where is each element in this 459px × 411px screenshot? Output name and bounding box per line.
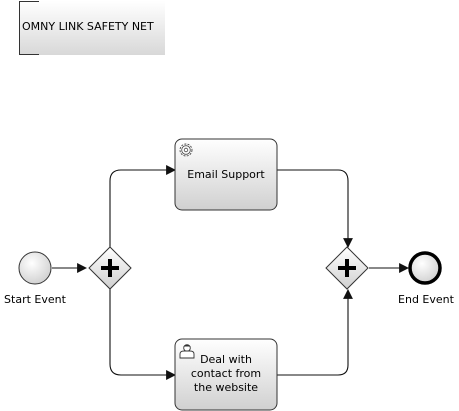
gear-icon [179,143,193,157]
end-event-label: End Event [398,293,455,306]
plus-icon [101,259,119,277]
end-event[interactable] [408,251,442,285]
parallel-split-gateway[interactable] [88,246,132,290]
task-email-support[interactable]: Email Support [174,138,278,211]
parallel-join-gateway[interactable] [325,246,369,290]
flow-email-to-join[interactable] [277,169,353,248]
task-deal-label-line-2: contact from [191,367,261,380]
annotation-text: OMNY LINK SAFETY NET [22,20,154,33]
flow-split-to-email[interactable] [109,165,176,247]
plus-icon [338,259,356,277]
task-deal-with-contact[interactable]: Deal with contact from the website [174,338,278,411]
start-event[interactable] [18,251,52,285]
flow-split-to-deal[interactable] [109,289,176,380]
sequence-flows [52,165,409,380]
text-annotation[interactable] [19,1,165,55]
task-deal-label-line-1: Deal with [200,353,252,366]
task-deal-label-line-3: the website [194,381,258,394]
annotation-bracket [19,1,39,55]
user-icon [179,344,195,359]
task-email-label: Email Support [187,168,265,181]
flow-deal-to-join[interactable] [277,289,353,376]
start-event-label: Start Event [4,293,67,306]
